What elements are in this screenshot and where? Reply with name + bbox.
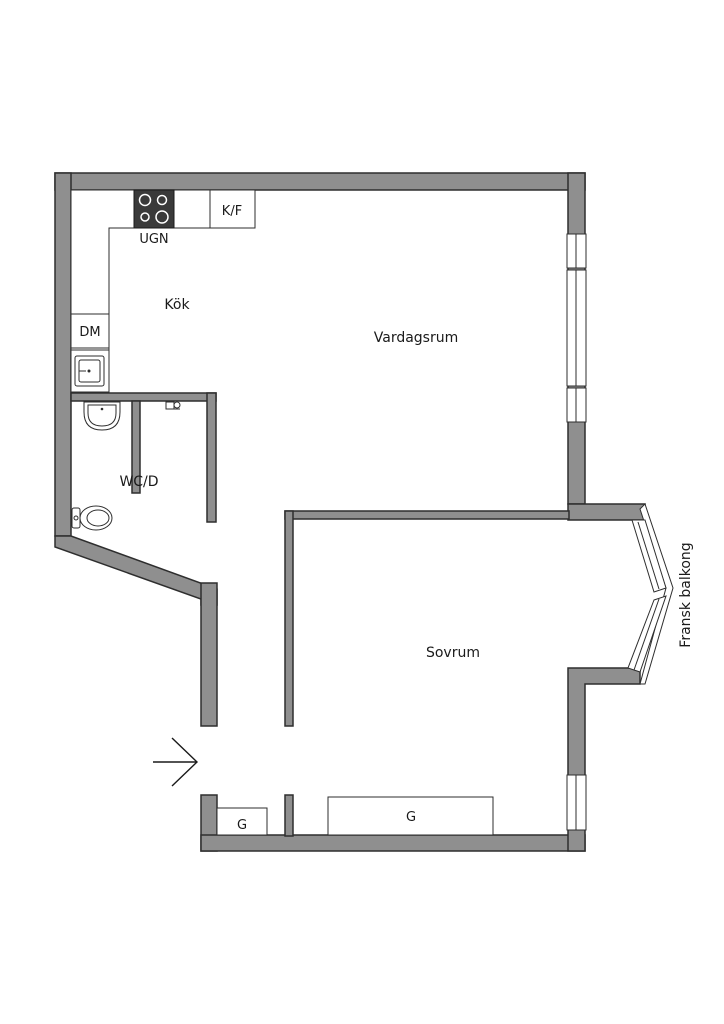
wall-bottom [200,834,586,852]
balcony-bay-outer [639,503,674,685]
label-bedroom: Sovrum [426,645,480,661]
entrance-arrow-icon [153,737,199,787]
stove-icon [133,189,175,229]
label-kitchen: Kök [164,297,190,313]
label-wc: WC/D [119,474,158,490]
wardrobe-bedroom [327,796,494,836]
shower-icon [165,401,181,410]
wall-top [54,172,586,191]
wall-diagonal [54,535,218,606]
label-fridge: K/F [222,204,242,219]
label-balcony: Fransk balkong [678,542,694,647]
wall-wc-partition [131,400,141,494]
wall-bedroom-top [284,510,570,520]
label-oven: UGN [139,232,168,247]
label-wardrobe-bedroom: G [406,810,416,825]
wall-hall-left [200,582,218,727]
toilet-icon [71,505,113,531]
washbasin-icon [83,401,121,431]
wall-left [54,172,72,537]
fridge-box [209,189,256,229]
wall-balcony-ledge-top [567,503,646,521]
label-wardrobe-hall: G [237,818,247,833]
wall-wc-top [70,392,217,402]
label-living-room: Vardagsrum [374,330,459,346]
dishwasher-box [70,313,110,349]
wall-bedroom-left [284,510,294,727]
wall-bedroom-stub [284,794,294,837]
wall-wc-right [206,392,217,523]
wardrobe-hall [216,807,268,836]
kitchen-sink-icon [74,355,105,387]
label-dishwasher: DM [79,325,100,340]
